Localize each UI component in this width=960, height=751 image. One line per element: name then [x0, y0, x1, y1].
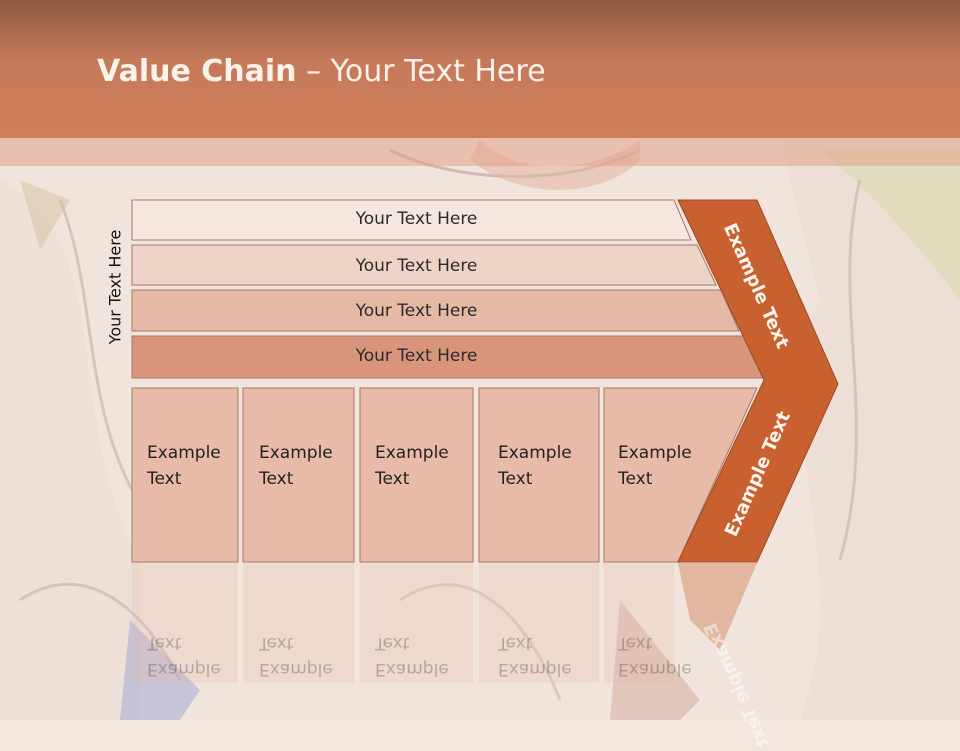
bar-2 — [131, 244, 717, 286]
cell-3 — [359, 387, 474, 563]
bar-label-4: Your Text Here — [355, 346, 478, 366]
bar-label-1: Your Text Here — [355, 209, 478, 229]
cell-1 — [131, 387, 239, 563]
slide-title: Value Chain – Your Text Here — [97, 54, 546, 89]
bar-3 — [131, 289, 740, 332]
header-strip — [0, 138, 960, 166]
cell-2 — [242, 387, 355, 563]
cells-reflection — [132, 563, 674, 683]
chevron-reflection — [678, 563, 757, 650]
bar-label-2: Your Text Here — [355, 256, 478, 276]
title-rest: – Your Text Here — [296, 54, 546, 89]
bar-1 — [131, 199, 692, 241]
cell-4 — [478, 387, 600, 563]
bar-label-3: Your Text Here — [355, 301, 478, 321]
value-chain-diagram — [131, 199, 839, 683]
title-bold: Value Chain — [97, 54, 297, 89]
header-band — [0, 0, 960, 138]
chevron-arrow — [677, 199, 839, 563]
